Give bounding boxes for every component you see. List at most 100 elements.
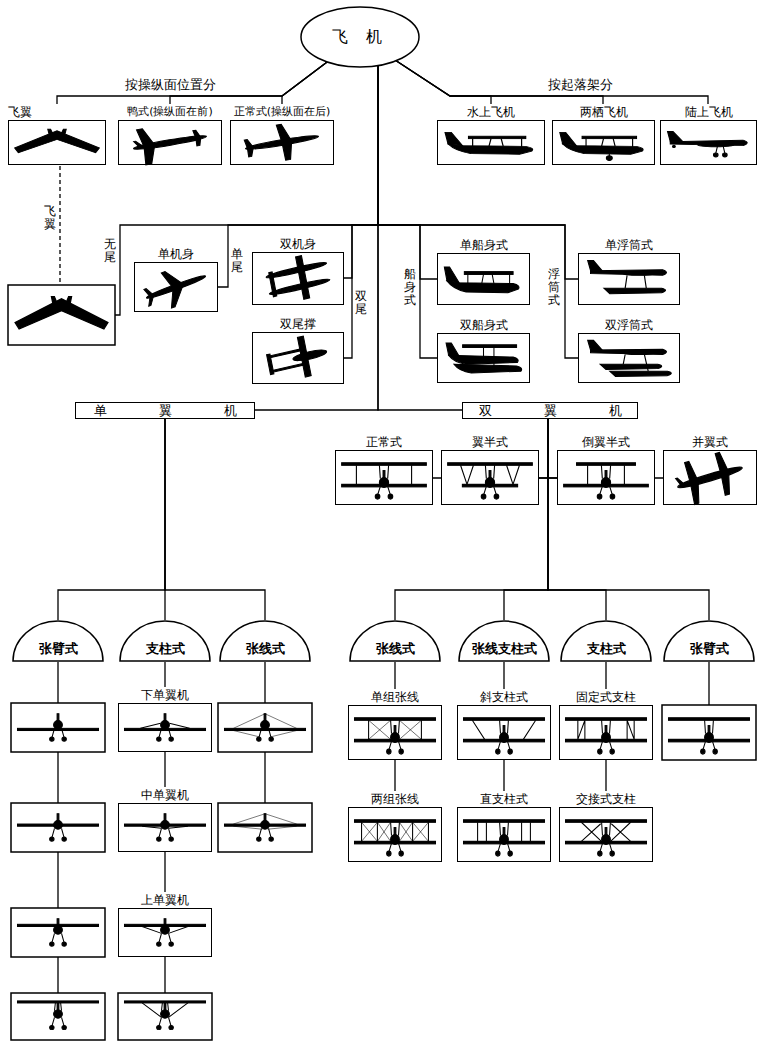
node-label: 单机身 xyxy=(158,247,194,261)
edge-label: 浮筒式 xyxy=(548,268,560,308)
picture-box: 固定式支柱 xyxy=(559,689,653,760)
plane-picture xyxy=(342,463,427,499)
frame-ground xyxy=(8,120,106,165)
frame-ground xyxy=(348,705,442,760)
heading-holder: 两组张线 xyxy=(348,791,442,807)
picture-box: 中单翼机 xyxy=(118,787,212,852)
plane-picture xyxy=(588,340,672,376)
picture-box: 两栖飞机 xyxy=(552,104,655,165)
picture-frame xyxy=(578,253,680,305)
picture-frame xyxy=(11,993,105,1040)
side-label: 飞翼 xyxy=(44,205,56,231)
node-label: 飞 机 xyxy=(332,27,387,48)
plane-picture xyxy=(355,718,436,754)
heading-holder: 翼半式 xyxy=(441,434,539,450)
node-label: 单船身式 xyxy=(460,238,508,252)
node-label: 正常式 xyxy=(366,435,402,449)
heading-holder: 水上飞机 xyxy=(437,104,545,120)
picture-box: 单浮筒式 xyxy=(578,237,680,305)
node-label: 中单翼机 xyxy=(141,788,189,802)
dashed-line xyxy=(59,166,60,285)
dome-outline xyxy=(120,621,210,661)
dome-node: 支柱式 xyxy=(560,620,652,662)
picture-box: 并翼式 xyxy=(663,434,757,505)
plane-picture xyxy=(566,718,647,754)
picture-frame xyxy=(8,285,115,345)
node-label: 两栖飞机 xyxy=(580,105,628,119)
connector xyxy=(164,662,165,687)
node-label: 支柱式 xyxy=(587,641,626,656)
plane-picture xyxy=(588,261,667,294)
picture-frame xyxy=(118,908,212,957)
dome-outline xyxy=(664,621,754,661)
heading-holder: 单船身式 xyxy=(437,237,530,253)
plane-picture xyxy=(15,129,100,152)
plane-picture xyxy=(566,820,647,856)
dome-node: 支柱式 xyxy=(119,620,211,662)
connector xyxy=(605,760,606,791)
picture-box: 倒翼半式 xyxy=(557,434,655,505)
node-label: 单组张线 xyxy=(371,690,419,704)
plane-picture xyxy=(18,1001,99,1030)
frame-ground xyxy=(552,120,655,165)
heading-holder: 倒翼半式 xyxy=(557,434,655,450)
label-holder: 飞 机 xyxy=(300,6,420,68)
picture-frame xyxy=(218,803,312,852)
node-label: 单翼机 xyxy=(94,403,289,418)
picture-frame xyxy=(11,703,105,752)
connector xyxy=(378,66,578,358)
picture-box: 两组张线 xyxy=(348,791,442,862)
frame-ground xyxy=(578,253,680,305)
plane-picture xyxy=(18,814,99,842)
heading-holder: 双机身 xyxy=(252,236,344,252)
heading-holder: 正常式 xyxy=(335,434,433,450)
picture-frame xyxy=(457,705,551,760)
plane-picture xyxy=(673,447,748,508)
plane-picture xyxy=(265,332,331,385)
picture-frame xyxy=(118,120,222,165)
node-label: 倒翼半式 xyxy=(582,435,630,449)
picture-frame xyxy=(230,120,334,165)
picture-frame xyxy=(118,803,212,852)
frame-ground xyxy=(457,705,551,760)
node-label: 翼半式 xyxy=(472,435,508,449)
plane-picture xyxy=(264,250,333,306)
heading-holder: 正常式(操纵面在后) xyxy=(230,104,334,120)
frame-ground xyxy=(437,253,530,305)
plane-picture xyxy=(464,820,545,856)
plane-picture xyxy=(560,132,643,160)
node-label: 固定式支柱 xyxy=(576,690,636,704)
plane-picture xyxy=(464,718,545,754)
label-holder: 支柱式 xyxy=(560,640,652,658)
picture-box: 陆上飞机 xyxy=(660,104,757,165)
node-label: 正常式(操纵面在后) xyxy=(234,105,331,118)
connector xyxy=(503,760,504,791)
picture-frame xyxy=(578,333,680,383)
heading-holder: 双浮筒式 xyxy=(578,317,680,333)
picture-frame xyxy=(11,803,105,852)
frame-ground xyxy=(118,908,212,957)
connector xyxy=(58,419,165,620)
edge-label: 船身式 xyxy=(404,268,416,308)
root-ellipse: 飞 机 xyxy=(300,6,420,68)
connector xyxy=(344,66,378,358)
picture-frame xyxy=(559,807,653,862)
frame-ground xyxy=(252,332,344,384)
dome-node: 张线式 xyxy=(219,620,311,662)
node-label: 张线支柱式 xyxy=(472,641,537,656)
picture-box: 飞翼 xyxy=(8,104,106,165)
heading-holder: 固定式支柱 xyxy=(559,689,653,705)
picture-box: 双船身式 xyxy=(437,317,530,383)
frame-ground xyxy=(118,703,212,752)
plane-picture xyxy=(241,119,323,166)
picture-box: 上单翼机 xyxy=(118,892,212,957)
node-label: 下单翼机 xyxy=(141,688,189,702)
picture-frame xyxy=(457,807,551,862)
node-label: 双船身式 xyxy=(460,318,508,332)
picture-frame xyxy=(218,703,312,752)
frame-ground xyxy=(578,333,680,383)
heading-holder: 两栖飞机 xyxy=(552,104,655,120)
picture-frame xyxy=(552,120,655,165)
connector xyxy=(165,419,265,620)
plane-picture xyxy=(225,814,306,842)
